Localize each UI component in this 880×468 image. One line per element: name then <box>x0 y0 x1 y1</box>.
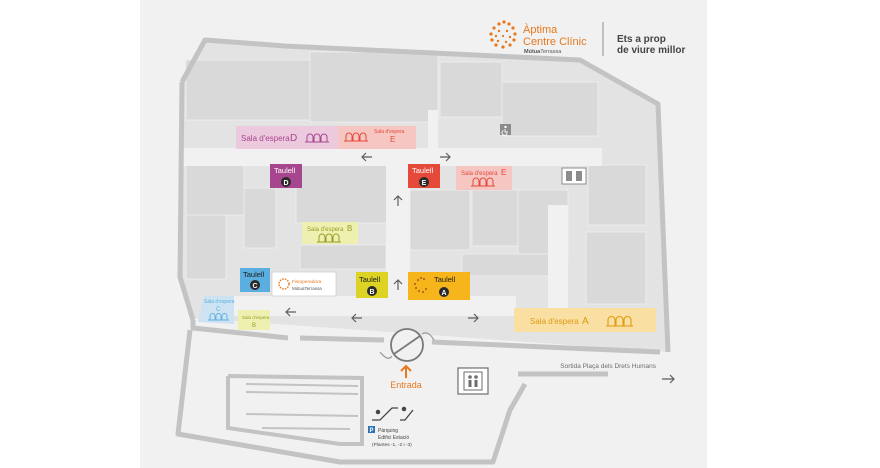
wheelchair-icon <box>500 124 511 136</box>
waiting-room-c-letter: C <box>216 307 221 313</box>
seats-icon <box>305 133 329 143</box>
waiting-room-b-center-area <box>302 222 358 244</box>
waiting-room-a-letter: A <box>582 316 589 327</box>
waiting-room-e-left[interactable]: Sala d'espera E <box>338 126 416 149</box>
waiting-room-e-right[interactable]: Sala d'espera E <box>456 166 512 190</box>
brand-sub-part2: Terrassa <box>540 49 562 55</box>
seats-icon <box>208 313 229 321</box>
mutua-box-line2: MútuaTerrassa <box>292 286 322 291</box>
counter-e-letter: E <box>422 180 427 187</box>
counter-e-label: Taulell <box>412 166 434 175</box>
brand-sub-part1: Mútua <box>524 49 541 55</box>
waiting-room-d[interactable]: Sala d'espera D <box>236 126 338 149</box>
waiting-room-b-center-letter: B <box>347 224 352 233</box>
counter-e-badge <box>419 177 429 187</box>
seats-icon <box>471 177 495 187</box>
waiting-room-e-left-letter: E <box>390 135 395 144</box>
waiting-room-c-area <box>198 296 234 324</box>
waiting-room-b-small-letter: B <box>252 323 256 329</box>
parking-icon-letter: P <box>369 428 373 434</box>
counter-b-badge <box>367 286 377 296</box>
waiting-room-d-area <box>236 126 338 149</box>
toilets-icon <box>561 167 587 185</box>
room-blocks <box>185 51 647 305</box>
counter-a-box <box>408 272 470 300</box>
waiting-room-b-small-area <box>238 310 270 330</box>
counter-b-label: Taulell <box>359 275 381 284</box>
waiting-room-c[interactable]: Sala d'espera C <box>198 296 235 324</box>
brand-logo-icon <box>278 278 290 290</box>
brand-sub: MútuaTerrassa <box>524 49 562 55</box>
counter-d-letter: D <box>283 180 288 187</box>
counter-c-label: Taulell <box>243 270 265 279</box>
seats-icon <box>344 132 368 142</box>
parking-line3: (Plantes -1, -2 i -3) <box>372 442 412 448</box>
seats-icon <box>606 315 633 327</box>
counter-d[interactable]: Taulell D <box>270 164 302 188</box>
waiting-room-b-small-label: Sala d'espera <box>242 315 270 320</box>
tagline-line2: de viure millor <box>617 45 685 56</box>
counter-a-letter: A <box>441 290 446 297</box>
exit-label: Sortida Plaça dels Drets Humans <box>560 363 656 370</box>
escalator-icon <box>372 406 414 421</box>
parking-icon <box>368 426 375 433</box>
waiting-room-e-right-label: Sala d'espera <box>461 171 498 177</box>
corridors <box>182 110 602 316</box>
brand-logo-icon <box>489 20 517 49</box>
mutua-box: Fisioperadora MútuaTerrassa <box>271 271 337 297</box>
counter-b-letter: B <box>369 289 374 296</box>
entrance-label: Entrada <box>390 380 422 390</box>
counter-c-badge <box>250 280 260 290</box>
walls <box>175 37 671 465</box>
counter-a-badge <box>439 287 449 297</box>
counter-b[interactable]: Taulell B <box>356 272 388 298</box>
parking-info[interactable]: P Pàrquing Edifici Estació (Plantes -1, … <box>368 426 412 448</box>
counter-d-badge <box>281 177 291 187</box>
counter-a-label: Taulell <box>434 275 456 284</box>
waiting-room-d-label: Sala d'espera <box>241 134 290 143</box>
parking-line1: Pàrquing <box>378 428 398 434</box>
waiting-room-d-letter: D <box>290 133 297 144</box>
counter-c-letter: C <box>252 283 257 290</box>
counter-d-label: Taulell <box>274 166 296 175</box>
brand-logo-icon <box>413 276 428 294</box>
waiting-room-c-label: Sala d'espera <box>204 299 235 305</box>
brand-name-line2: Centre Clínic <box>523 36 587 48</box>
waiting-room-e-left-label: Sala d'espera <box>374 129 405 135</box>
waiting-room-b-center-label: Sala d'espera <box>307 227 344 233</box>
waiting-room-a-label: Sala d'espera <box>530 317 579 326</box>
arrow-icon <box>285 152 675 384</box>
waiting-room-e-right-letter: E <box>501 168 506 177</box>
counter-c[interactable]: Taulell C <box>240 268 270 292</box>
seats-icon <box>317 233 341 243</box>
waiting-room-e-left-area <box>338 126 416 149</box>
parking-block <box>226 374 364 446</box>
counter-e[interactable]: Taulell E <box>408 164 440 188</box>
elevator-icon <box>457 367 489 395</box>
waiting-room-b-center[interactable]: Sala d'espera B <box>302 222 358 244</box>
waiting-room-a-area <box>514 308 656 332</box>
entrance-arrow-icon <box>400 364 412 378</box>
revolving-door-icon <box>379 328 435 362</box>
parking-line2: Edifici Estació <box>378 435 409 441</box>
mutua-box-line1: Fisioperadora <box>292 279 322 285</box>
counter-a[interactable]: Taulell A <box>408 272 470 300</box>
waiting-room-a[interactable]: Sala d'espera A <box>514 308 656 332</box>
brand-logo: Àptima Centre Clínic MútuaTerrassa <box>489 20 587 55</box>
brand-name-line1: Àptima <box>523 23 558 36</box>
tagline-line1: Ets a prop <box>617 34 666 45</box>
waiting-room-b-small[interactable]: Sala d'espera B <box>238 310 270 330</box>
